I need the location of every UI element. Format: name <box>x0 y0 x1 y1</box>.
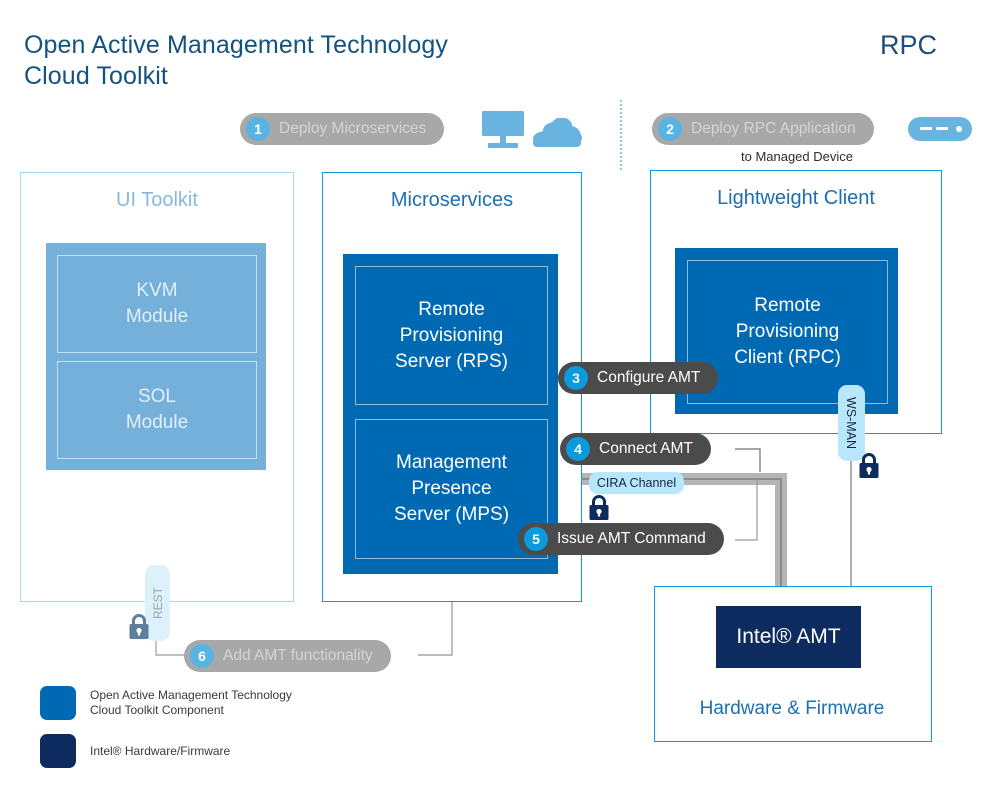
remote-provisioning-client[interactable]: Remote Provisioning Client (RPC) <box>687 260 888 404</box>
step-3-configure-amt[interactable]: 3 Configure AMT <box>558 362 719 394</box>
lock-icon <box>589 495 609 520</box>
step-5-badge: 5 <box>524 527 548 551</box>
lock-icon <box>859 453 879 478</box>
step-4-label: Connect AMT <box>599 440 693 457</box>
panel-ui-toolkit-title: UI Toolkit <box>116 189 198 211</box>
step-2-badge: 2 <box>658 117 682 141</box>
step-3-label: Configure AMT <box>597 369 701 386</box>
rps-line1: Remote <box>418 298 485 320</box>
cira-channel-text: CIRA Channel <box>596 476 677 490</box>
rest-channel-text: REST <box>150 586 165 620</box>
monitor-icon <box>482 111 524 148</box>
sol-module-line2: Module <box>125 412 189 433</box>
step-1-deploy-microservices[interactable]: 1 Deploy Microservices <box>240 113 445 145</box>
rpc-line3: Client (RPC) <box>734 347 841 368</box>
rest-channel-label: REST <box>145 565 170 641</box>
legend-toolkit-line1: Open Active Management Technology <box>90 688 292 702</box>
legend-swatch-intel <box>40 734 76 768</box>
step-4-connect-amt[interactable]: 4 Connect AMT <box>560 433 711 465</box>
rps-line2: Provisioning <box>399 324 504 346</box>
rpc-line1: Remote <box>754 295 821 316</box>
page-title-line1: Open Active Management Technology <box>24 31 448 59</box>
intel-amt-label: Intel® AMT <box>736 625 841 648</box>
step-2-label: Deploy RPC Application <box>691 120 856 137</box>
lock-icon <box>129 614 149 639</box>
ws-man-channel-label: WS-MAN <box>838 385 865 461</box>
management-presence-server[interactable]: Management Presence Server (MPS) <box>355 419 548 559</box>
kvm-module-line2: Module <box>125 306 189 327</box>
legend-text-intel: Intel® Hardware/Firmware <box>90 734 230 759</box>
sol-module-line1: SOL <box>137 386 176 407</box>
rps-line3: Server (RPS) <box>395 350 508 372</box>
step-4-badge: 4 <box>566 437 590 461</box>
step-1-label: Deploy Microservices <box>279 120 427 137</box>
step-3-badge: 3 <box>564 366 588 390</box>
step-6-badge: 6 <box>190 644 214 668</box>
remote-provisioning-server[interactable]: Remote Provisioning Server (RPS) <box>355 266 548 405</box>
step-5-issue-amt-command[interactable]: 5 Issue AMT Command <box>518 523 724 555</box>
legend-item-toolkit-component: Open Active Management Technology Cloud … <box>40 686 460 720</box>
cloud-icon <box>533 118 582 147</box>
ui-toolkit-component-block: KVM Module SOL Module <box>46 243 266 470</box>
rpc-heading: RPC <box>880 30 938 60</box>
kvm-module-line1: KVM <box>136 280 178 301</box>
panel-microservices-title: Microservices <box>390 189 514 211</box>
hardware-firmware-caption: Hardware & Firmware <box>699 698 885 719</box>
legend-item-intel-hardware: Intel® Hardware/Firmware <box>40 734 460 768</box>
step-1-badge: 1 <box>246 117 270 141</box>
mps-line3: Server (MPS) <box>393 504 510 525</box>
step-6-label: Add AMT functionality <box>223 647 373 664</box>
page-title-line2: Cloud Toolkit <box>24 62 168 90</box>
managed-device-icon <box>908 117 972 141</box>
page-title: Open Active Management Technology Cloud … <box>24 30 644 92</box>
legend-swatch-toolkit <box>40 686 76 720</box>
legend: Open Active Management Technology Cloud … <box>40 686 460 782</box>
legend-toolkit-line2: Cloud Toolkit Component <box>90 703 224 717</box>
microservices-component-block: Remote Provisioning Server (RPS) Managem… <box>343 254 558 574</box>
step-2-sublabel: to Managed Device <box>740 149 853 164</box>
legend-intel-line1: Intel® Hardware/Firmware <box>90 744 231 758</box>
kvm-module[interactable]: KVM Module <box>57 255 257 353</box>
cira-channel-label: CIRA Channel <box>589 472 684 494</box>
mps-line1: Management <box>396 452 507 473</box>
intel-amt-block[interactable]: Intel® AMT <box>716 606 861 668</box>
mps-line2: Presence <box>411 478 492 499</box>
ws-man-channel-text: WS-MAN <box>844 396 859 450</box>
section-divider <box>620 100 622 170</box>
legend-text-toolkit: Open Active Management Technology Cloud … <box>90 686 292 718</box>
step-6-add-amt-functionality[interactable]: 6 Add AMT functionality <box>184 640 391 672</box>
panel-lightweight-client-title: Lightweight Client <box>717 187 875 209</box>
rpc-line2: Provisioning <box>735 321 840 342</box>
step-2-deploy-rpc-application[interactable]: 2 Deploy RPC Application <box>652 113 874 145</box>
step-5-label: Issue AMT Command <box>557 530 706 547</box>
sol-module[interactable]: SOL Module <box>57 361 257 459</box>
